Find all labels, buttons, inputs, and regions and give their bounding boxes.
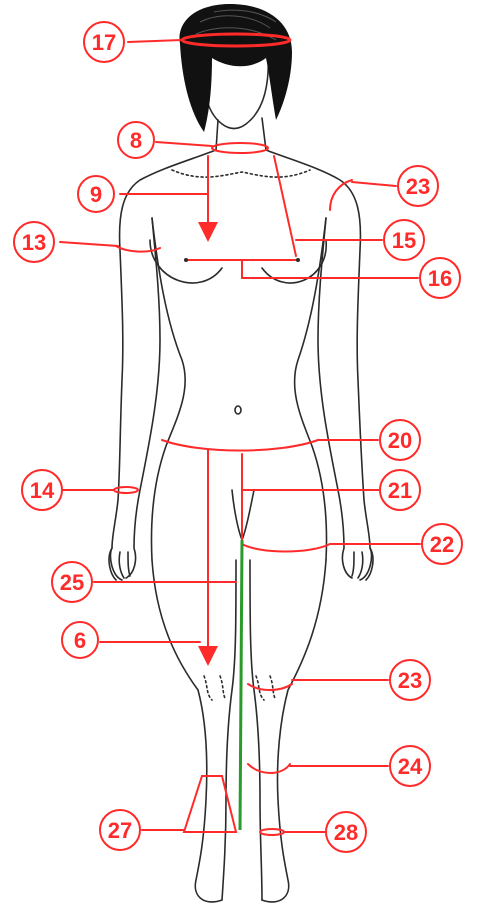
leader-17 <box>128 40 182 42</box>
marker-22: 22 <box>422 524 462 564</box>
svg-text:27: 27 <box>108 818 132 843</box>
leader-8 <box>156 142 212 146</box>
shoulder-bust-line <box>274 156 296 256</box>
svg-text:23: 23 <box>398 668 422 693</box>
marker-23-lower: 23 <box>390 660 430 700</box>
left-leg-inner <box>222 560 236 900</box>
marker-24: 24 <box>390 746 430 786</box>
calf-line <box>248 764 290 773</box>
navel <box>235 406 241 414</box>
left-inner-arm <box>126 218 160 578</box>
svg-text:14: 14 <box>30 478 55 503</box>
collarbone <box>172 170 310 177</box>
marker-27: 27 <box>100 810 140 850</box>
marker-9: 9 <box>78 176 114 212</box>
right-leg-outer <box>262 560 326 902</box>
svg-text:17: 17 <box>92 30 116 55</box>
leader-23-upper <box>352 182 396 186</box>
left-knee <box>204 676 226 700</box>
marker-25: 25 <box>52 562 92 602</box>
left-shoulder-arm <box>110 150 216 580</box>
marker-16: 16 <box>420 258 460 298</box>
svg-text:22: 22 <box>430 532 454 557</box>
upper-arm-line <box>116 246 160 252</box>
marker-6: 6 <box>62 622 98 658</box>
leader-13 <box>60 242 118 246</box>
svg-text:24: 24 <box>398 754 423 779</box>
svg-text:6: 6 <box>74 628 86 653</box>
svg-text:21: 21 <box>388 478 412 503</box>
marker-14: 14 <box>22 470 62 510</box>
right-leg-inner <box>250 560 262 900</box>
svg-text:23: 23 <box>406 174 430 199</box>
right-inner-arm <box>318 218 352 578</box>
svg-text:25: 25 <box>60 570 84 595</box>
armhole-line <box>330 180 352 210</box>
marker-8: 8 <box>118 122 154 158</box>
hip-line <box>162 440 318 451</box>
bust-point-left <box>184 258 188 262</box>
neck-circumference-line <box>212 143 268 153</box>
svg-text:9: 9 <box>90 182 102 207</box>
hair <box>180 4 292 132</box>
wrist-line <box>114 487 138 493</box>
front-length-arrowhead <box>198 222 218 242</box>
marker-28: 28 <box>326 812 366 852</box>
outer-leg-arrowhead <box>198 646 218 666</box>
svg-text:13: 13 <box>22 230 46 255</box>
inseam-line <box>240 540 242 830</box>
ankle-trapezoid <box>184 776 236 832</box>
bust-point-right <box>296 258 300 262</box>
svg-text:8: 8 <box>130 128 142 153</box>
svg-text:20: 20 <box>388 428 412 453</box>
marker-21: 21 <box>380 470 420 510</box>
svg-text:16: 16 <box>428 266 452 291</box>
marker-15: 15 <box>384 220 424 260</box>
svg-text:28: 28 <box>334 820 358 845</box>
marker-17: 17 <box>84 22 124 62</box>
svg-text:15: 15 <box>392 228 416 253</box>
left-leg-outer <box>152 560 222 902</box>
marker-23-upper: 23 <box>398 166 438 206</box>
marker-13: 13 <box>14 222 54 262</box>
marker-20: 20 <box>380 420 420 460</box>
thigh-line <box>242 544 330 552</box>
